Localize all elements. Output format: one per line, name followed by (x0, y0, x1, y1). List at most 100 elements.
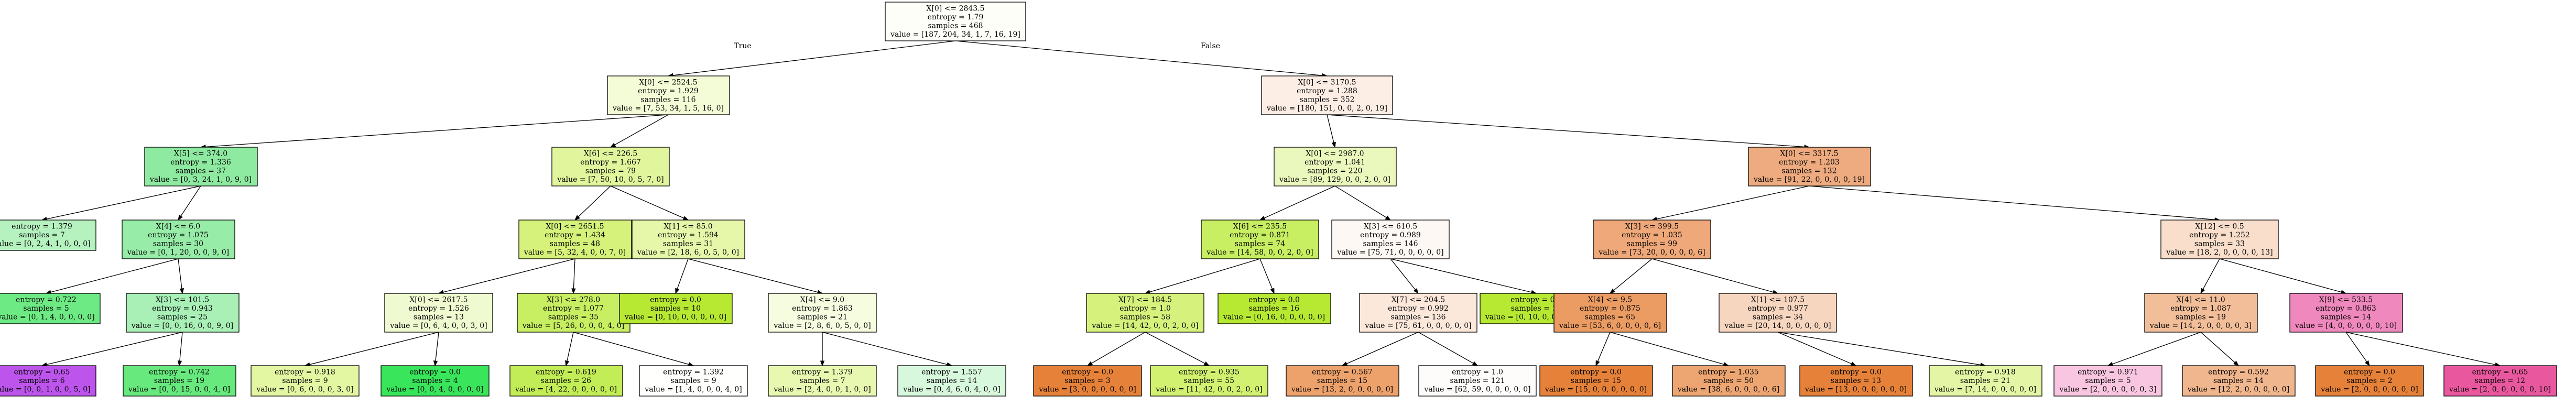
node-samples: samples = 9 (670, 377, 716, 385)
tree-edge-n10-n19 (675, 258, 689, 294)
node-value: value = [2, 18, 6, 0, 5, 0, 0] (637, 248, 739, 257)
node-entropy: entropy = 0.0 (1248, 296, 1300, 304)
node-value: value = [0, 0, 1, 0, 0, 5, 0] (0, 386, 91, 394)
node-split-rule: X[6] <= 226.5 (584, 150, 637, 158)
node-split-rule: X[4] <= 9.0 (800, 296, 844, 304)
tree-edge-n20-n36 (822, 332, 953, 367)
node-box (123, 365, 236, 397)
arrow-head-icon (1609, 288, 1616, 294)
node-value: value = [4, 0, 0, 0, 0, 0, 10] (2295, 322, 2397, 330)
node-entropy: entropy = 0.918 (1955, 368, 2016, 377)
node-entropy: entropy = 1.667 (580, 158, 641, 167)
node-value: value = [0, 0, 4, 0, 0, 0, 0] (386, 386, 483, 394)
node-box (0, 365, 96, 397)
tree-edge-n12-n23 (1390, 258, 1419, 294)
node-split-rule: X[0] <= 2987.0 (1306, 150, 1364, 158)
node-box (384, 293, 493, 333)
edge-line (309, 332, 439, 365)
node-box (251, 365, 360, 397)
node-value: value = [0, 4, 6, 0, 4, 0, 0] (903, 386, 1000, 394)
arrow-head-icon (2233, 360, 2240, 366)
node-box (2160, 220, 2279, 259)
node-box (639, 365, 748, 397)
node-samples: samples = 132 (1781, 167, 1836, 175)
arrow-head-icon (2107, 361, 2114, 366)
node-value: value = [14, 42, 0, 0, 2, 0, 0] (1091, 322, 1198, 330)
tree-edge-n13-n26 (1651, 258, 1779, 294)
tree-edge-n26-n44 (1777, 332, 1986, 367)
node-box (1086, 293, 1204, 333)
edge-line (435, 332, 439, 361)
node-samples: samples = 10 (1511, 304, 1561, 313)
node-samples: samples = 15 (1571, 377, 1621, 385)
node-entropy: entropy = 1.077 (543, 304, 604, 313)
node-entropy: entropy = 1.041 (1305, 158, 1365, 167)
node-samples: samples = 10 (650, 304, 701, 313)
edge-line (205, 114, 669, 148)
node-value: value = [180, 151, 0, 0, 2, 0, 19] (1266, 104, 1387, 113)
node-value: value = [13, 0, 0, 0, 0, 0, 0] (1805, 386, 1907, 394)
node-value: value = [0, 16, 0, 0, 0, 0, 0] (1223, 313, 1325, 322)
node-samples: samples = 99 (1627, 240, 1677, 248)
node-entropy: entropy = 0.871 (1230, 231, 1290, 239)
node-entropy: entropy = 0.722 (16, 296, 77, 304)
node-entropy: entropy = 1.203 (1779, 158, 1840, 167)
tree-edge-n21-n37 (1086, 332, 1146, 366)
node-box (1748, 147, 1871, 186)
node-samples: samples = 116 (640, 96, 695, 104)
node-split-rule: X[4] <= 6.0 (156, 223, 200, 231)
node-samples: samples = 146 (1363, 240, 1418, 248)
tree-edge-n28-n48 (2345, 332, 2501, 367)
node-value: value = [0, 3, 24, 1, 0, 9, 0] (149, 175, 252, 184)
tree-edge-n25-n42 (1610, 332, 1730, 367)
node-entropy: entropy = 0.863 (2316, 304, 2376, 313)
tree-edge-n1-n3 (200, 114, 669, 149)
tree-edge-n17-n32 (433, 332, 439, 367)
node-box (2182, 365, 2296, 397)
tree-edge-n17-n31 (304, 332, 439, 367)
edge-line (573, 332, 689, 365)
node-samples: samples = 220 (1307, 167, 1362, 175)
edge-line (1610, 332, 1724, 365)
arrow-head-icon (2365, 360, 2370, 367)
tree-edge-n1-n4 (610, 114, 669, 148)
node-entropy: entropy = 1.0 (1452, 368, 1503, 377)
node-box (126, 293, 240, 333)
node-split-rule: X[3] <= 610.5 (1364, 223, 1417, 231)
node-box (607, 75, 730, 115)
node-entropy: entropy = 0.0 (1830, 368, 1882, 377)
tree-edge-n16-n30 (177, 332, 183, 367)
node-box (768, 293, 877, 333)
tree-edge-n26-n43 (1777, 332, 1857, 366)
node-entropy: entropy = 0.943 (152, 304, 213, 313)
node-value: value = [15, 0, 0, 0, 0, 0, 0] (1545, 386, 1647, 394)
edge-line (822, 332, 948, 365)
edge-line (178, 258, 182, 289)
node-split-rule: X[7] <= 204.5 (1392, 296, 1445, 304)
arrow-head-icon (1850, 361, 1857, 366)
tree-edge-n10-n20 (688, 258, 823, 294)
node-box (381, 365, 490, 397)
node-box (1150, 365, 1268, 397)
node-box (1286, 365, 1399, 397)
node-samples: samples = 48 (550, 240, 600, 248)
tree-edge-n16-n29 (41, 332, 183, 367)
node-split-rule: X[4] <= 9.5 (1588, 296, 1632, 304)
edge-line (688, 258, 818, 293)
tree-edge-n21-n38 (1145, 332, 1210, 366)
tree-edge-n27-n45 (2107, 332, 2201, 366)
node-split-rule: X[0] <= 2524.5 (639, 79, 697, 87)
